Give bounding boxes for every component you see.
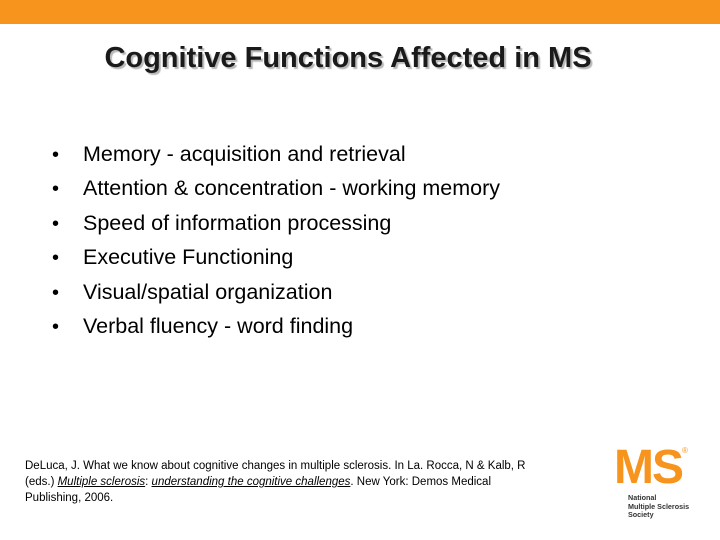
bullet-text: Memory - acquisition and retrieval — [83, 142, 406, 166]
bullet-icon: • — [52, 315, 60, 338]
bullet-icon: • — [52, 178, 60, 201]
citation-publisher: . New York: Demos Medical Publishing, 20… — [25, 476, 492, 504]
list-item: • Speed of information processing — [52, 211, 500, 245]
bullet-text: Visual/spatial organization — [83, 279, 333, 304]
citation-separator: : — [145, 476, 152, 488]
logo-line: National — [628, 493, 657, 502]
list-item: • Attention & concentration - working mem… — [52, 176, 500, 210]
top-accent-bar — [0, 0, 720, 24]
bullet-text: Speed of information processing — [83, 210, 392, 235]
bullet-icon: • — [52, 281, 60, 304]
slide-title: Cognitive Functions Affected in MS — [104, 42, 592, 74]
list-item: • Verbal fluency - word finding — [52, 314, 500, 348]
logo-line: Society — [628, 510, 654, 519]
citation-book-title: Multiple sclerosis — [57, 476, 146, 488]
bullet-list: • Memory - acquisition and retrieval • Att… — [52, 142, 500, 348]
bullet-text: Verbal fluency - word finding — [83, 313, 354, 338]
bullet-text: Attention & concentration - working memo… — [83, 176, 501, 201]
bullet-icon: • — [52, 212, 60, 235]
ms-society-logo: MS® National Multiple Sclerosis Society — [614, 444, 704, 532]
list-item: • Visual/spatial organization — [52, 280, 500, 314]
bullet-icon: • — [52, 144, 60, 166]
list-item: • Executive Functioning — [52, 245, 500, 279]
bullet-text: Executive Functioning — [83, 245, 294, 270]
logo-text: National Multiple Sclerosis Society — [628, 493, 704, 520]
citation: DeLuca, J. What we know about cognitive … — [25, 458, 545, 506]
citation-text: DeLuca, J. What we know about cognitive … — [25, 460, 526, 488]
logo-line: Multiple Sclerosis — [628, 501, 690, 511]
registered-icon: ® — [682, 446, 688, 455]
bullet-icon: • — [52, 247, 60, 270]
logo-mark: MS — [614, 441, 684, 494]
list-item: • Memory - acquisition and retrieval — [52, 142, 500, 176]
citation-book-subtitle: understanding the cognitive challenges — [151, 476, 351, 488]
